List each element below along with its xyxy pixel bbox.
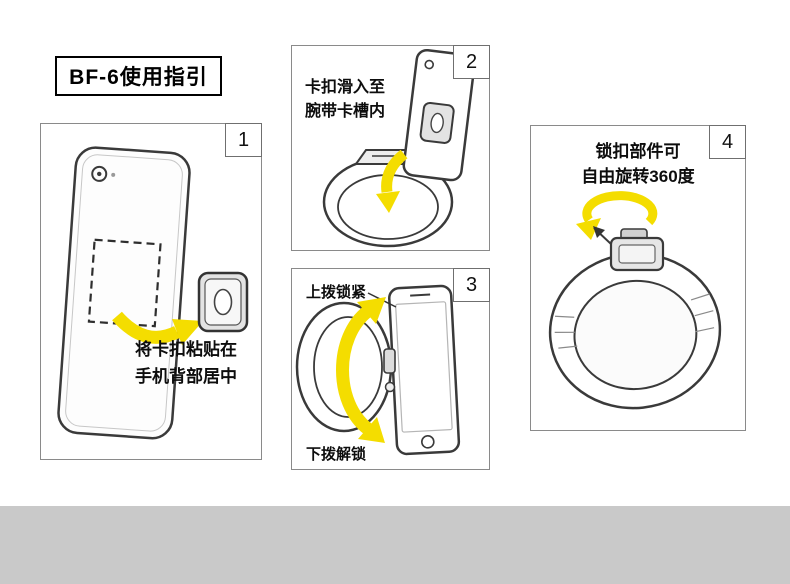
step-number-badge: 1 <box>225 123 262 157</box>
adhesive-clip-illustration <box>197 271 249 333</box>
yellow-arrowhead-icon <box>376 191 400 213</box>
step2-illustration <box>322 48 476 248</box>
page-title: BF-6使用指引 <box>69 66 208 89</box>
step-number: 2 <box>465 50 478 73</box>
title-box: BF-6使用指引 <box>55 56 222 96</box>
caption-line: 卡扣滑入至 <box>305 79 386 96</box>
placement-dashed-area <box>87 238 162 328</box>
step-panel-4: 4 锁扣部件可 自由旋转360度 <box>530 125 746 431</box>
yellow-arrow-icon <box>112 311 180 344</box>
step-caption: 将卡扣粘贴在 手机背部居中 <box>104 336 268 390</box>
phone-front-illustration <box>388 284 461 456</box>
yellow-double-arrow-icon <box>336 305 373 435</box>
step-number-badge: 2 <box>453 45 490 79</box>
caption-line: 自由旋转360度 <box>581 167 695 186</box>
step-caption: 卡扣滑入至 腕带卡槽内 <box>305 76 385 124</box>
step-panel-3: 3 上拨锁紧 下拨解锁 <box>291 268 490 470</box>
yellow-arrowhead-down-icon <box>358 417 385 443</box>
caption-line: 将卡扣粘贴在 <box>135 340 237 359</box>
lock-label: 上拨锁紧 <box>306 284 367 301</box>
step-number: 4 <box>721 130 734 153</box>
step-panel-2: 2 卡扣滑入至 腕带卡槽内 <box>291 45 490 251</box>
yellow-arrowhead-up-icon <box>357 297 386 324</box>
rotate-arrowhead-icon <box>576 218 601 240</box>
lock-lever-illustration <box>383 348 396 393</box>
phone-slide-illustration <box>402 48 476 182</box>
phone-back-illustration <box>57 146 191 440</box>
caption-line: 腕带卡槽内 <box>305 103 386 120</box>
step-number-badge: 4 <box>709 125 746 159</box>
step-panel-1: 1 将卡扣粘贴在 手机背部居中 <box>40 123 262 460</box>
step-number: 1 <box>237 128 250 151</box>
step1-illustration <box>57 146 249 440</box>
step3-illustration <box>295 284 461 456</box>
rotating-buckle-illustration <box>593 226 665 272</box>
yellow-arrow-icon <box>381 149 408 193</box>
step-number-badge: 3 <box>453 268 490 302</box>
step-caption: 锁扣部件可 自由旋转360度 <box>531 139 745 189</box>
yellow-arrowhead-icon <box>172 319 203 345</box>
step4-illustration <box>548 191 722 410</box>
wristband-ring-illustration <box>548 252 722 410</box>
unlock-label: 下拨解锁 <box>306 446 367 463</box>
footer-bar <box>0 506 790 584</box>
caption-line: 手机背部居中 <box>135 367 237 386</box>
rotate-arrow-icon <box>582 191 658 226</box>
step-number: 3 <box>465 273 478 296</box>
caption-line: 锁扣部件可 <box>595 142 681 161</box>
